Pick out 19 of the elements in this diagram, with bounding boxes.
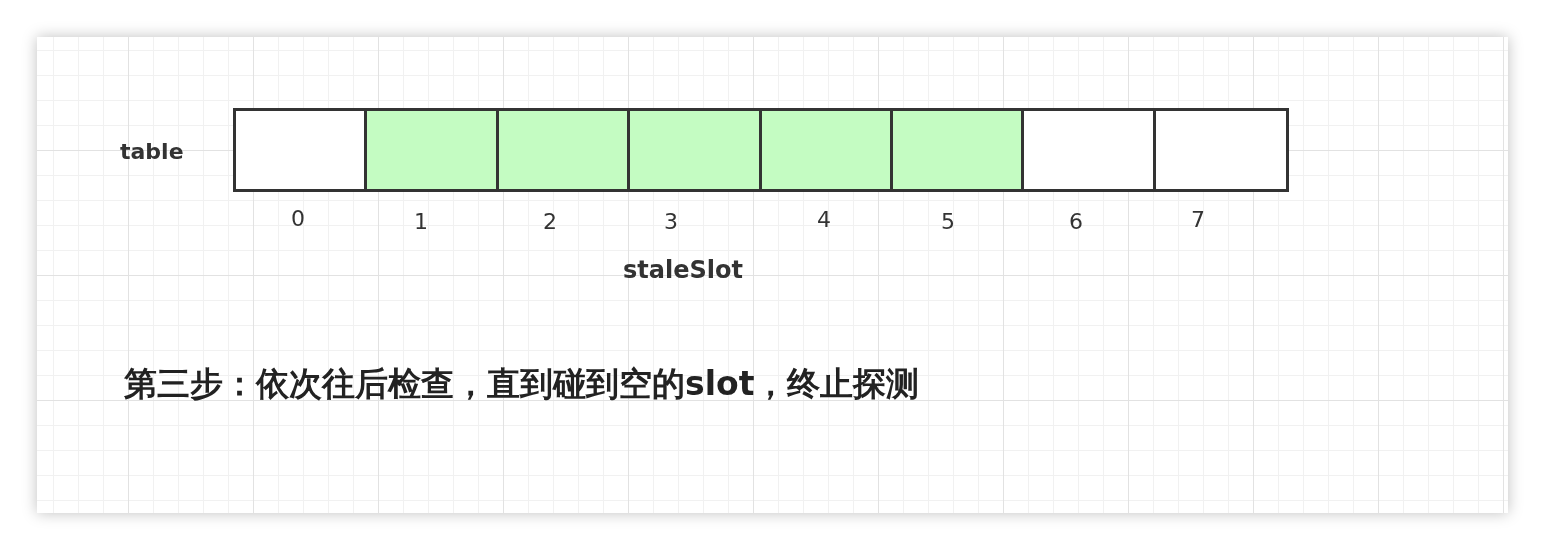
table-cell xyxy=(364,108,499,192)
caption: 第三步：依次往后检查，直到碰到空的slot，终止探测 xyxy=(124,363,920,405)
table-cell xyxy=(1021,108,1156,192)
table-cell xyxy=(1153,108,1289,192)
index-number: 2 xyxy=(543,208,557,234)
table-cell xyxy=(627,108,762,192)
index-number: 4 xyxy=(817,206,831,232)
pointer-label: staleSlot xyxy=(623,256,743,284)
table-cell xyxy=(890,108,1024,192)
table-cell xyxy=(233,108,367,192)
row-label: table xyxy=(120,138,184,164)
index-number: 5 xyxy=(941,208,955,234)
index-number: 7 xyxy=(1191,206,1205,232)
index-number: 1 xyxy=(414,208,428,234)
table-cell xyxy=(759,108,893,192)
index-number: 3 xyxy=(664,208,678,234)
index-number: 0 xyxy=(291,205,305,231)
table-cell xyxy=(496,108,630,192)
index-number: 6 xyxy=(1069,208,1083,234)
